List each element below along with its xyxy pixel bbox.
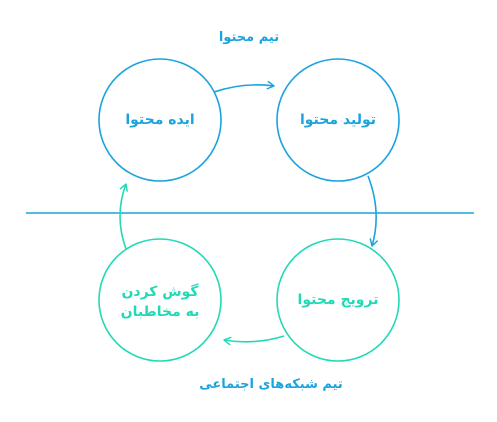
arrow-production-to-promotion xyxy=(367,175,378,247)
circle-production xyxy=(276,58,400,182)
circle-promotion xyxy=(276,238,400,362)
node-listening-label: گوش کردن به مخاطبان xyxy=(120,284,200,320)
team-content-label: تیم محتوا xyxy=(218,30,280,45)
arrow-promotion-to-listening xyxy=(223,335,285,346)
circle-idea xyxy=(98,58,222,182)
team-social-label: تیم شبکه‌های اجتماعی xyxy=(199,377,343,392)
arrow-idea-to-production xyxy=(213,80,275,93)
arrow-listening-to-idea xyxy=(119,183,128,250)
node-promotion-label: ترویج محتوا xyxy=(297,292,379,308)
node-idea-label: ایده محتوا xyxy=(125,112,195,128)
circle-listening xyxy=(98,238,222,362)
node-production-label: تولید محتوا xyxy=(299,112,376,128)
